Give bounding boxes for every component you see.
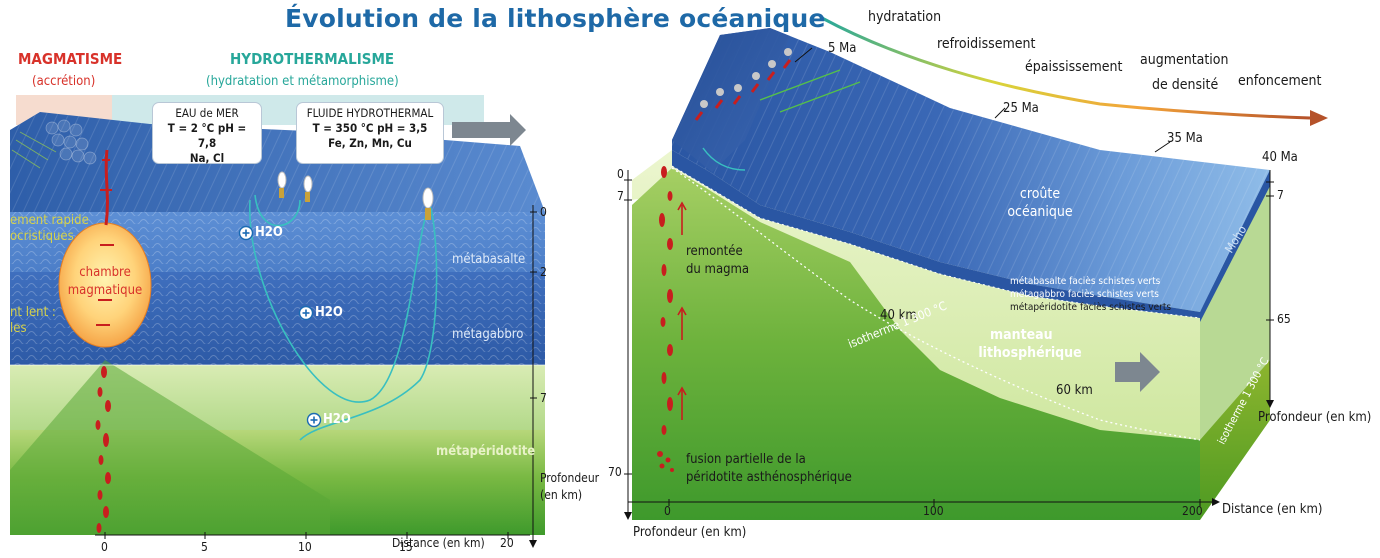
upward-arrows bbox=[677, 201, 687, 420]
left-x-tick-0: 0 bbox=[101, 540, 108, 554]
direction-arrow-gray bbox=[452, 114, 526, 146]
left-depth-tick-7: 7 bbox=[540, 391, 547, 405]
black-smoker-vents bbox=[277, 171, 434, 220]
metagabbro-label: métagabbro bbox=[452, 327, 524, 342]
sea-water-ions: Na, Cl bbox=[189, 151, 225, 165]
magmatisme-heading: MAGMATISME bbox=[18, 50, 123, 68]
magma-droplets-left bbox=[95, 366, 111, 533]
fluid-params: T = 350 °C pH = 3,5 bbox=[312, 121, 428, 135]
left-x-tick-5: 5 bbox=[201, 540, 208, 554]
right-depth-tick-7: 7 bbox=[617, 189, 624, 203]
right-x-tick-100: 100 bbox=[923, 504, 944, 518]
croute-label-1: croûte bbox=[1019, 186, 1061, 202]
fluid-name: FLUIDE HYDROTHERMAL bbox=[306, 106, 434, 120]
process-hydratation: hydratation bbox=[868, 9, 942, 25]
metabasalte-label: métabasalte bbox=[452, 252, 526, 267]
h2o-label-3: H2O bbox=[323, 412, 351, 427]
right-depth-axis-label: Profondeur (en km) bbox=[633, 525, 747, 540]
page-title: Évolution de la lithosphère océanique bbox=[285, 4, 826, 33]
left-block-diagram bbox=[10, 95, 545, 548]
peridotite-cone bbox=[10, 360, 330, 535]
left-depth-label-1: Profondeur bbox=[540, 471, 600, 485]
left-x-tick-20: 20 bbox=[500, 536, 514, 550]
isotherm-1300-line bbox=[671, 167, 1201, 441]
left-depth-label-2: (en km) bbox=[540, 488, 583, 502]
left-x-tick-10: 10 bbox=[298, 540, 312, 554]
facies-metabasalte: métabasalte faciès schistes verts bbox=[1010, 276, 1161, 287]
process-de-densite: de densité bbox=[1152, 77, 1219, 93]
facies-metagabbro: métagabbro faciès schistes verts bbox=[1010, 289, 1159, 300]
right-x-tick-0: 0 bbox=[664, 504, 671, 518]
age-marker-35ma bbox=[1154, 141, 1171, 153]
ridge-vents bbox=[694, 48, 792, 121]
right-depth-right-tick-7: 7 bbox=[1277, 188, 1284, 202]
process-arrow bbox=[821, 16, 1311, 120]
km60-label: 60 km bbox=[1056, 383, 1093, 398]
age-40ma: 40 Ma bbox=[1262, 150, 1298, 165]
hydrothermal-fluid-box: FLUIDE HYDROTHERMAL T = 350 °C pH = 3,5 … bbox=[296, 102, 444, 164]
right-depth-tick-70: 70 bbox=[608, 465, 622, 479]
process-refroidissement: refroidissement bbox=[937, 36, 1036, 52]
remontee-label-1: remontée bbox=[686, 244, 743, 259]
age-25ma: 25 Ma bbox=[1003, 101, 1039, 116]
left-depth-tick-0: 0 bbox=[540, 205, 547, 219]
chambre-label-2: magmatique bbox=[67, 283, 143, 298]
age-marker-25ma bbox=[994, 107, 1006, 119]
fusion-label-1: fusion partielle de la bbox=[686, 452, 806, 467]
crust-side-face bbox=[1200, 170, 1270, 322]
refroid-lent-label-2: les bbox=[10, 321, 27, 336]
sea-water-name: EAU de MER bbox=[175, 106, 239, 120]
right-direction-arrow bbox=[1115, 352, 1160, 392]
age-marker-5ma bbox=[794, 47, 813, 63]
right-x-tick-200: 200 bbox=[1182, 504, 1203, 518]
chambre-label-1: chambre bbox=[79, 265, 131, 280]
refroid-rapide-label-1: ement rapide bbox=[10, 213, 89, 228]
manteau-label-2: lithosphérique bbox=[978, 345, 1082, 361]
sea-water-box: EAU de MER T = 2 °C pH = 7,8 Na, Cl bbox=[152, 102, 262, 165]
magma-droplets-right bbox=[657, 166, 674, 472]
right-side-face bbox=[1200, 360, 1270, 520]
hydrothermal-circulation bbox=[249, 194, 438, 441]
sea-water-params: T = 2 °C pH = 7,8 bbox=[167, 121, 247, 150]
right-depth-axis-label-right: Profondeur (en km) bbox=[1258, 410, 1372, 425]
left-x-tick-15: 15 bbox=[399, 540, 413, 554]
right-x-axis-label: Distance (en km) bbox=[1222, 502, 1323, 517]
hydratation-metamorphisme-label: (hydratation et métamorphisme) bbox=[206, 74, 399, 89]
magma-conduit bbox=[104, 149, 109, 226]
croute-label-2: océanique bbox=[1007, 204, 1073, 220]
hydrothermalisme-heading: HYDROTHERMALISME bbox=[230, 50, 395, 68]
pillow-lavas bbox=[45, 119, 97, 165]
process-enfoncement: enfoncement bbox=[1238, 73, 1322, 89]
left-x-axis-label: Distance (en km) bbox=[392, 536, 485, 550]
manteau-label-1: manteau bbox=[990, 327, 1053, 343]
right-depth-right-tick-65: 65 bbox=[1277, 312, 1291, 326]
right-block-diagram bbox=[624, 16, 1328, 520]
fusion-label-2: péridotite asthénosphérique bbox=[686, 470, 852, 485]
remontee-label-2: du magma bbox=[686, 262, 750, 277]
accretion-label: (accrétion) bbox=[32, 74, 96, 89]
fluid-ions: Fe, Zn, Mn, Cu bbox=[328, 136, 412, 150]
facies-metaperidotite: métapéridotite faciès schistes verts bbox=[1010, 302, 1172, 313]
metaperidotite-label: métapéridotite bbox=[436, 444, 536, 459]
refroid-rapide-label-2: ocristiques bbox=[10, 229, 74, 244]
left-depth-tick-2: 2 bbox=[540, 265, 547, 279]
km40-label: 40 km bbox=[880, 308, 917, 323]
process-augmentation: augmentation bbox=[1140, 52, 1229, 68]
age-35ma: 35 Ma bbox=[1167, 131, 1203, 146]
h2o-label-2: H2O bbox=[315, 305, 343, 320]
age-5ma: 5 Ma bbox=[828, 41, 857, 56]
h2o-label-1: H2O bbox=[255, 225, 283, 240]
right-depth-tick-0: 0 bbox=[617, 167, 624, 181]
mantle-region bbox=[632, 168, 1200, 520]
process-epaississement: épaississement bbox=[1025, 59, 1123, 75]
ridge-axis-slope bbox=[672, 28, 790, 172]
refroid-lent-label-1: nt lent : bbox=[10, 305, 56, 320]
